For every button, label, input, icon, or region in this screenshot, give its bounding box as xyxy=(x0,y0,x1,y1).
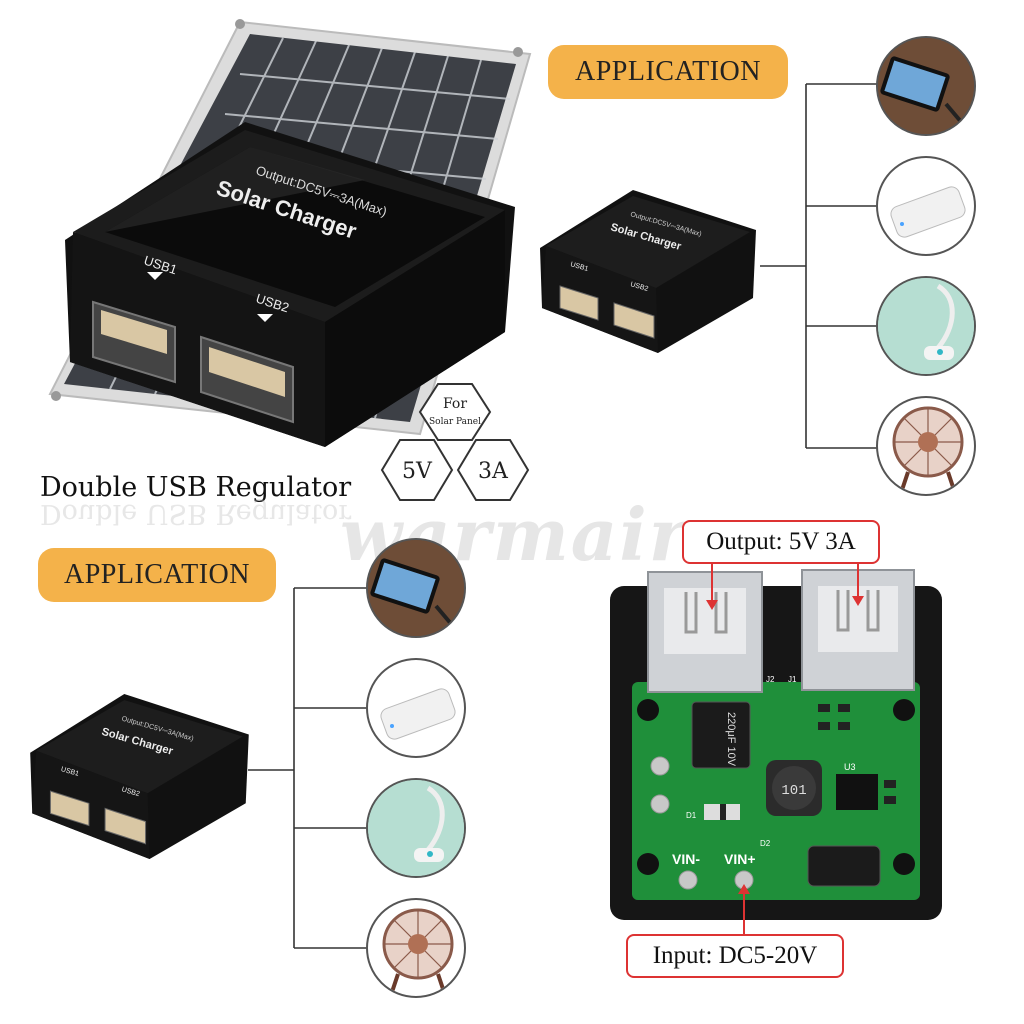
svg-text:For: For xyxy=(443,396,467,412)
smartphone-icon xyxy=(366,538,466,638)
solar-charger-large: Output:DC5V⎓3A(Max) Solar Charger USB1 U… xyxy=(65,122,515,447)
usb-fan-icon xyxy=(876,396,976,496)
input-callout: Input: DC5-20V xyxy=(626,934,844,978)
svg-text:J1: J1 xyxy=(788,675,797,684)
svg-text:D2: D2 xyxy=(760,839,771,848)
usb-port-j1 xyxy=(801,569,915,691)
output-callout: Output: 5V 3A xyxy=(682,520,880,564)
current-badge: 3A xyxy=(456,439,530,501)
svg-text:101: 101 xyxy=(781,783,806,799)
svg-text:Solar Panel: Solar Panel xyxy=(429,417,481,427)
svg-text:3A: 3A xyxy=(478,459,509,484)
usb-lamp-icon xyxy=(366,778,466,878)
smartphone-icon xyxy=(876,36,976,136)
svg-text:D1: D1 xyxy=(686,811,697,820)
solar-charger-small-bottom: Output:DC5V⎓3A(Max) Solar Charger USB1 U… xyxy=(30,694,249,859)
pcb-board: 220μF 10V 101 U3 D1 D2 J2 J1 VIN- VIN+ xyxy=(610,564,942,936)
power-bank-icon xyxy=(366,658,466,758)
power-bank-icon xyxy=(876,156,976,256)
svg-text:220μF 10V: 220μF 10V xyxy=(725,712,737,767)
product-title-reflection: Double USB Regulator xyxy=(40,498,352,529)
svg-text:J2: J2 xyxy=(766,675,775,684)
product-title: Double USB Regulator xyxy=(40,472,352,503)
svg-text:U3: U3 xyxy=(844,762,856,772)
application-tree-bottom xyxy=(248,587,368,949)
voltage-badge: 5V xyxy=(380,439,454,501)
svg-text:VIN+: VIN+ xyxy=(724,851,756,867)
for-solar-panel-badge: For Solar Panel xyxy=(418,383,492,441)
usb-lamp-icon xyxy=(876,276,976,376)
svg-text:USB2: USB2 xyxy=(629,281,649,293)
svg-text:5V: 5V xyxy=(402,459,433,484)
usb2-port-large xyxy=(200,335,294,424)
svg-text:VIN-: VIN- xyxy=(672,851,700,867)
usb1-port-large xyxy=(92,300,176,384)
spec-badges: For Solar Panel 5V 3A xyxy=(380,383,530,501)
solar-charger-small-top: Output:DC5V⎓3A(Max) Solar Charger USB1 U… xyxy=(540,190,756,353)
application-label-top: APPLICATION xyxy=(548,45,788,99)
application-label-bottom: APPLICATION xyxy=(38,548,276,602)
svg-text:USB1: USB1 xyxy=(569,261,589,273)
usb-fan-icon xyxy=(366,898,466,998)
application-tree-top xyxy=(760,83,878,449)
usb-port-j2 xyxy=(647,571,763,693)
